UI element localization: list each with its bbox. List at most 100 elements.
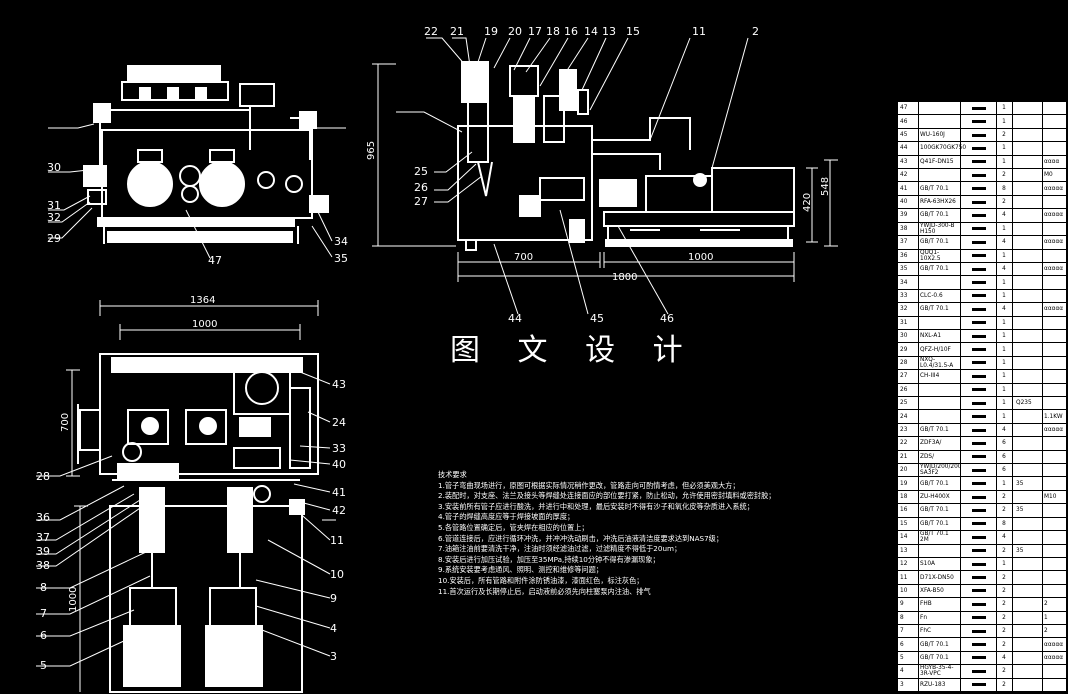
bom-item-code: YWJD/200/200 SA3F2 xyxy=(920,464,962,477)
bom-item-quantity: 4 xyxy=(1002,306,1006,313)
label-32: 32 xyxy=(47,211,61,224)
label-39: 39 xyxy=(36,545,50,558)
bom-item-name-mark xyxy=(962,410,996,422)
bom-item-number: 19 xyxy=(900,480,908,487)
bom-item-remark xyxy=(1044,196,1064,208)
bom-item-number: 30 xyxy=(900,333,908,340)
bom-item-remark xyxy=(1044,223,1064,235)
bom-item-remark xyxy=(1044,665,1064,677)
dim-700-front: 700 xyxy=(60,413,71,432)
bom-item-quantity: 6 xyxy=(1002,467,1006,474)
bom-item-name-mark xyxy=(962,236,996,248)
bom-item-code: ZDF3A/ xyxy=(920,440,942,447)
bom-item-number: 29 xyxy=(900,346,908,353)
label-17: 17 xyxy=(528,25,542,38)
bom-item-material xyxy=(1016,625,1038,637)
bom-item-material xyxy=(1016,612,1038,624)
bom-item-name-mark xyxy=(962,129,996,141)
bom-item-code: 100GK70GK750 xyxy=(920,145,967,152)
bom-item-remark: ααααα xyxy=(1044,239,1064,246)
bom-item-name-mark xyxy=(962,638,996,650)
bom-item-remark: ααααα xyxy=(1044,185,1064,192)
bom-item-material xyxy=(1016,491,1038,503)
bom-item-code: S10A xyxy=(920,561,936,568)
bom-item-quantity: 1 xyxy=(1002,561,1006,568)
bom-item-code: GB/T 70.1 2M xyxy=(920,531,949,544)
bom-item-number: 35 xyxy=(900,266,908,273)
bom-item-material xyxy=(1016,384,1038,396)
bom-item-name-mark xyxy=(962,182,996,194)
bom-item-number: 34 xyxy=(900,279,908,286)
bom-item-remark xyxy=(1044,545,1064,557)
bom-item-material xyxy=(1016,263,1038,275)
bom-item-number: 45 xyxy=(900,132,908,139)
bom-item-code: NXQ-L0.4/31.5-A xyxy=(920,356,954,369)
bom-item-remark xyxy=(1044,571,1064,583)
bom-item-number: 43 xyxy=(900,158,908,165)
bom-item-remark xyxy=(1044,397,1064,409)
bom-item-material: 35 xyxy=(1016,547,1024,554)
tech-note: 2.装配时，对支座、法兰及接头等焊缝处连接面应的部位要打紧，防止松动，允许使用密… xyxy=(438,491,776,501)
bom-item-number: 4 xyxy=(900,668,904,675)
bom-item-remark: M10 xyxy=(1044,494,1057,501)
bom-item-remark: 1 xyxy=(1044,614,1048,621)
label-47: 47 xyxy=(208,254,222,267)
label-3: 3 xyxy=(330,650,337,663)
bom-item-name-mark xyxy=(962,156,996,168)
bom-item-remark: ααααα xyxy=(1044,641,1064,648)
label-25: 25 xyxy=(414,165,428,178)
bom-item-remark xyxy=(1044,142,1064,154)
label-13: 13 xyxy=(602,25,616,38)
bom-item-material xyxy=(1016,585,1038,597)
bom-item-remark xyxy=(1044,384,1064,396)
bom-item-quantity: 8 xyxy=(1002,185,1006,192)
bom-item-code: WU-160J xyxy=(920,132,945,139)
bom-item-material xyxy=(1016,410,1038,422)
label-26: 26 xyxy=(414,181,428,194)
bom-item-remark xyxy=(1044,317,1064,329)
bom-item-name-mark xyxy=(962,612,996,624)
bom-item-number: 9 xyxy=(900,601,904,608)
label-27: 27 xyxy=(414,195,428,208)
bom-item-remark xyxy=(1044,679,1064,691)
bom-item-material xyxy=(1016,236,1038,248)
bom-item-material xyxy=(1016,679,1038,691)
label-22: 22 xyxy=(424,25,438,38)
bom-item-quantity: 4 xyxy=(1002,266,1006,273)
bom-item-name-mark xyxy=(962,370,996,382)
bom-item-code: CH-III4 xyxy=(920,373,940,380)
bom-item-remark xyxy=(1044,464,1064,476)
bom-item-material xyxy=(1016,370,1038,382)
bom-item-remark: ααααα xyxy=(1044,212,1064,219)
tech-note: 4.管子的焊缝高度应等于焊接坡面的厚度； xyxy=(438,512,575,522)
bom-item-code: GB/T 70.1 xyxy=(920,641,949,648)
bom-item-quantity: 8 xyxy=(1002,520,1006,527)
bom-item-quantity: 2 xyxy=(1002,601,1006,608)
bom-item-number: 24 xyxy=(900,413,908,420)
bom-item-number: 16 xyxy=(900,507,908,514)
bom-item-number: 40 xyxy=(900,199,908,206)
tech-note: 10.安装后，所有管路和附件涂防锈油漆，漆面红色，标注灰色； xyxy=(438,575,644,585)
label-34: 34 xyxy=(334,235,348,248)
bom-item-remark xyxy=(1044,558,1064,570)
bom-item-code xyxy=(920,169,958,181)
bom-item-material xyxy=(1016,343,1038,355)
bom-item-number: 22 xyxy=(900,440,908,447)
bom-item-material xyxy=(1016,598,1038,610)
bom-item-quantity: 2 xyxy=(1002,132,1006,139)
bom-item-quantity: 4 xyxy=(1002,534,1006,541)
label-5: 5 xyxy=(40,659,47,672)
bom-item-name-mark xyxy=(962,263,996,275)
bom-item-code: GB/T 70.1 xyxy=(920,306,949,313)
bom-item-material xyxy=(1016,652,1038,664)
bom-item-quantity: 4 xyxy=(1002,427,1006,434)
bom-item-material xyxy=(1016,330,1038,342)
